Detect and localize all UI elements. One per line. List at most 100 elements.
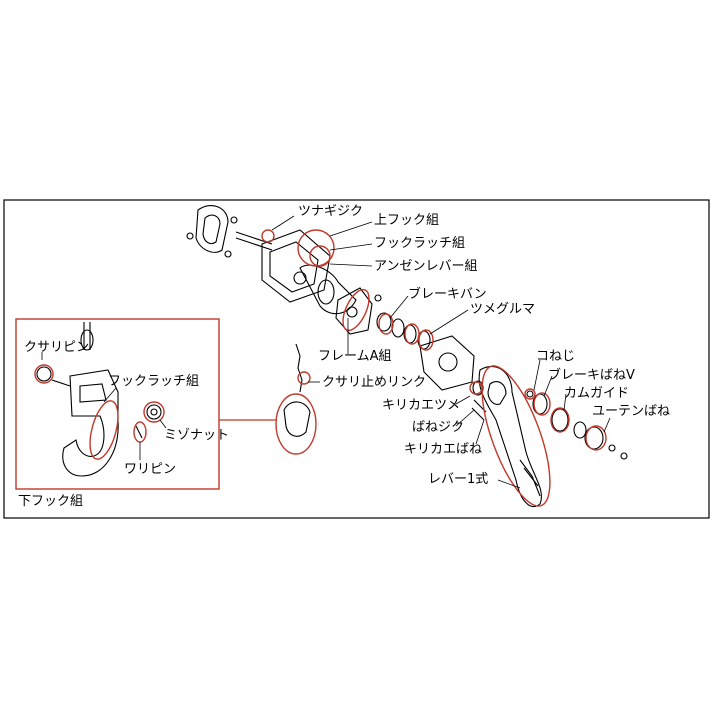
upper-pin-a [186, 232, 194, 240]
inset-chain [83, 322, 91, 350]
leader-lines [271, 215, 611, 489]
hl-kusari-stop [297, 371, 311, 385]
leader-yuten [603, 417, 611, 433]
label-hook-latch-top: フックラッチ組 [374, 236, 466, 251]
upper-hook-shape [195, 205, 229, 253]
brake-ring-1 [376, 312, 392, 332]
lever-grip [519, 459, 541, 497]
washer-a [374, 294, 382, 302]
hl-kusari-pin [34, 364, 54, 384]
label-tsume-guruma: ツメグルマ [470, 302, 536, 317]
brake-ring-2 [391, 318, 405, 338]
leader-inset-latch [103, 387, 117, 403]
label-lower-hook-title: 下フック組 [18, 494, 84, 509]
hl-inset-hook-latch [89, 400, 119, 460]
label-inset-hook-latch: フックラッチ組 [108, 374, 200, 389]
label-kusari-stop-link: クサリ止めリンク [322, 375, 427, 390]
hl-brake-2 [404, 323, 420, 345]
lever-slot [487, 381, 507, 405]
label-tsunagi-jiku: ツナギジク [298, 204, 364, 219]
label-kirikae-tsume: キリカエツメ [382, 398, 461, 413]
frame-a-hole [346, 306, 358, 318]
drum-body [299, 264, 357, 315]
drum-end [317, 279, 335, 305]
inset-pin-leader [51, 379, 71, 387]
label-kirikae-spring: キリカエばね [404, 442, 483, 457]
wari-pin-shape [135, 425, 143, 439]
mizo-nut-shape [146, 404, 162, 420]
hl-lever [481, 365, 551, 507]
hl-yuten [585, 425, 607, 451]
hl-ko-neji [524, 388, 536, 400]
mizo-nut-hole [150, 408, 158, 416]
inset-frame [15, 318, 220, 490]
lower-hook-block [79, 383, 107, 403]
leader-mizo [159, 419, 167, 429]
upper-pin-c [224, 250, 232, 258]
label-upper-hook: 上フック組 [374, 213, 440, 228]
hl-upper-hook [297, 229, 335, 267]
hl-mizo-nut [143, 401, 165, 423]
label-brake-ban: ブレーキバン [408, 287, 487, 302]
chain [295, 343, 303, 393]
label-ko-neji: コねじ [536, 349, 576, 364]
hl-lower-hook-link [275, 393, 317, 455]
lower-hook-shape [62, 369, 119, 477]
leader-hook-latch [329, 243, 373, 251]
label-anzen-lever: アンゼンレバー組 [374, 259, 478, 274]
leader-kirikae-spring [475, 419, 485, 445]
leader-tsume [429, 309, 469, 335]
label-brake-spring-v: ブレーキばねV [548, 368, 635, 383]
leader-lever [497, 479, 521, 489]
outer-frame [3, 199, 710, 519]
leader-spring-jiku [455, 409, 475, 427]
upper-hook-inner [202, 214, 221, 245]
inset-chain-link [80, 329, 94, 351]
label-yuten-spring: ユーテンばね [592, 404, 671, 419]
label-frame-a: フレームA組 [318, 349, 392, 364]
leader-cam [563, 393, 567, 411]
frame-plate-inner [269, 241, 319, 293]
inset-pin-ring [36, 366, 52, 382]
yuten-spring-part [584, 426, 604, 450]
cam-guide-part [551, 408, 569, 432]
ko-neji-part [526, 390, 534, 398]
leader-anzen [329, 263, 373, 267]
frame-plate [261, 229, 331, 303]
leader-kirikae-tsume [455, 395, 471, 405]
leader-ko-neji [533, 359, 541, 391]
gear-housing-hub [438, 352, 458, 372]
leader-brake-ban [389, 295, 409, 319]
gear-housing [419, 335, 475, 391]
tsunagi-axle [235, 231, 273, 251]
hl-brake-3 [418, 329, 434, 351]
label-kusari-pin: クサリピン [24, 340, 90, 355]
kirikae-tsume-part [472, 380, 484, 396]
lever-body [478, 365, 542, 507]
hl-frame-a [342, 288, 370, 332]
frame-a-shape [335, 287, 373, 335]
frame-gear [293, 271, 307, 285]
label-cam-guide: カムガイド [564, 386, 630, 401]
leader-upper-hook [329, 221, 373, 237]
inset-leaders [41, 352, 167, 460]
washer-right [573, 421, 587, 439]
label-lever-set: レバー1式 [428, 472, 489, 487]
hl-brake-1 [378, 313, 394, 335]
end-pin-2 [620, 452, 628, 460]
highlight-circles [261, 229, 607, 507]
label-wari-pin: ワリピン [124, 462, 177, 477]
end-pin [608, 444, 616, 452]
label-mizo-nut: ミゾナット [164, 428, 230, 443]
chain-stop-hook [283, 401, 311, 437]
hl-wari-pin [133, 421, 147, 443]
label-spring-jiku: ばねジク [412, 420, 465, 435]
hl-tsunagi [261, 229, 275, 243]
hl-cam-guide [550, 407, 570, 433]
leader-brake-v [543, 375, 553, 397]
upper-pin-b [230, 216, 238, 224]
hl-brake-spring [533, 392, 551, 416]
hoist-body-drawing [186, 205, 628, 507]
